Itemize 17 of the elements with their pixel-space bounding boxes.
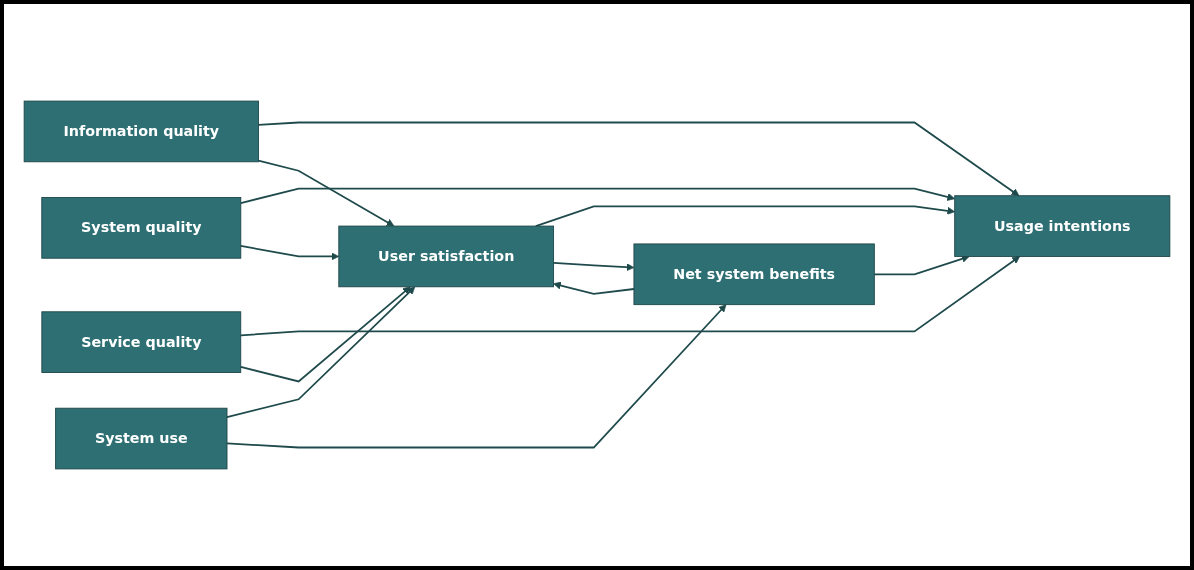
node-box bbox=[41, 197, 242, 259]
node-box bbox=[338, 225, 555, 288]
arrow bbox=[257, 121, 1020, 197]
arrow bbox=[226, 304, 727, 449]
node-box bbox=[954, 195, 1171, 257]
node-box bbox=[633, 243, 875, 306]
node-box bbox=[23, 100, 259, 163]
arrow bbox=[239, 286, 411, 383]
arrow bbox=[239, 256, 1021, 337]
arrow bbox=[226, 286, 416, 419]
arrow bbox=[553, 281, 635, 295]
node-box bbox=[55, 407, 228, 470]
arrow bbox=[239, 245, 340, 261]
node-box bbox=[41, 311, 242, 373]
arrow bbox=[239, 187, 956, 204]
arrow bbox=[552, 262, 635, 272]
arrow bbox=[257, 159, 395, 227]
